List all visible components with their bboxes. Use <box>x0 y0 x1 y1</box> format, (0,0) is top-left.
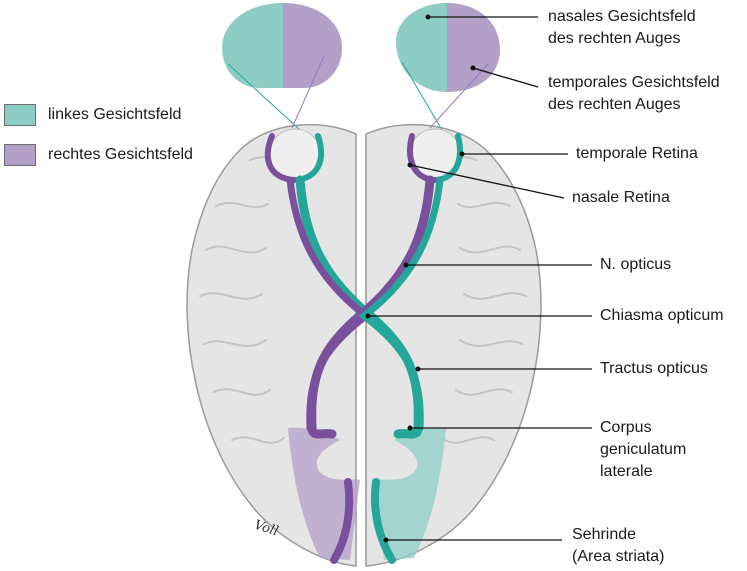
legend-item-left-field: linkes Gesichtsfeld <box>4 102 181 128</box>
label-lgn-line3: laterale <box>600 463 653 480</box>
label-nasal-field-line1: nasales Gesichtsfeld <box>548 8 696 25</box>
legend-item-right-field: rechtes Gesichtsfeld <box>4 142 193 168</box>
label-lgn: Corpus geniculatum laterale <box>600 417 686 483</box>
label-optic-nerve: N. opticus <box>600 256 672 273</box>
label-nasal-retina: nasale Retina <box>572 189 670 206</box>
label-visual-cortex: Sehrinde (Area striata) <box>572 524 664 568</box>
legend-label-left-field: linkes Gesichtsfeld <box>48 106 182 123</box>
leader-lines <box>368 16 592 541</box>
legend-label-right-field: rechtes Gesichtsfeld <box>48 146 193 163</box>
label-lgn-line1: Corpus <box>600 419 652 436</box>
label-nasal-field: nasales Gesichtsfeld des rechten Auges <box>548 6 696 50</box>
visual-cortex-right <box>374 427 446 560</box>
brain-gyri <box>199 156 527 444</box>
visual-cortex-left <box>288 427 360 560</box>
legend-swatch-teal <box>4 104 36 126</box>
field-projection-lines <box>227 55 489 131</box>
label-visual-cortex-line2: (Area striata) <box>572 548 665 565</box>
label-temporal-field-line1: temporales Gesichtsfeld <box>548 74 720 91</box>
left-eye-visual-field <box>222 3 342 88</box>
label-nasal-field-line2: des rechten Auges <box>548 30 681 47</box>
label-visual-cortex-line1: Sehrinde <box>572 526 637 543</box>
teal-pathway-right-eye <box>358 176 444 432</box>
teal-optic-radiation <box>370 478 396 564</box>
legend-swatch-purple <box>4 144 36 166</box>
right-eye-visual-field <box>396 3 500 92</box>
purple-optic-radiation <box>330 478 354 564</box>
label-optic-tract: Tractus opticus <box>600 360 708 377</box>
label-chiasm: Chiasma opticum <box>600 307 724 324</box>
leader-dots <box>365 14 476 543</box>
label-temporal-field: temporales Gesichtsfeld des rechten Auge… <box>548 72 720 116</box>
label-temporal-retina: temporale Retina <box>576 145 698 162</box>
brain-right-hemisphere <box>365 123 542 567</box>
label-temporal-field-line2: des rechten Auges <box>548 96 681 113</box>
label-lgn-line2: geniculatum <box>600 441 687 458</box>
